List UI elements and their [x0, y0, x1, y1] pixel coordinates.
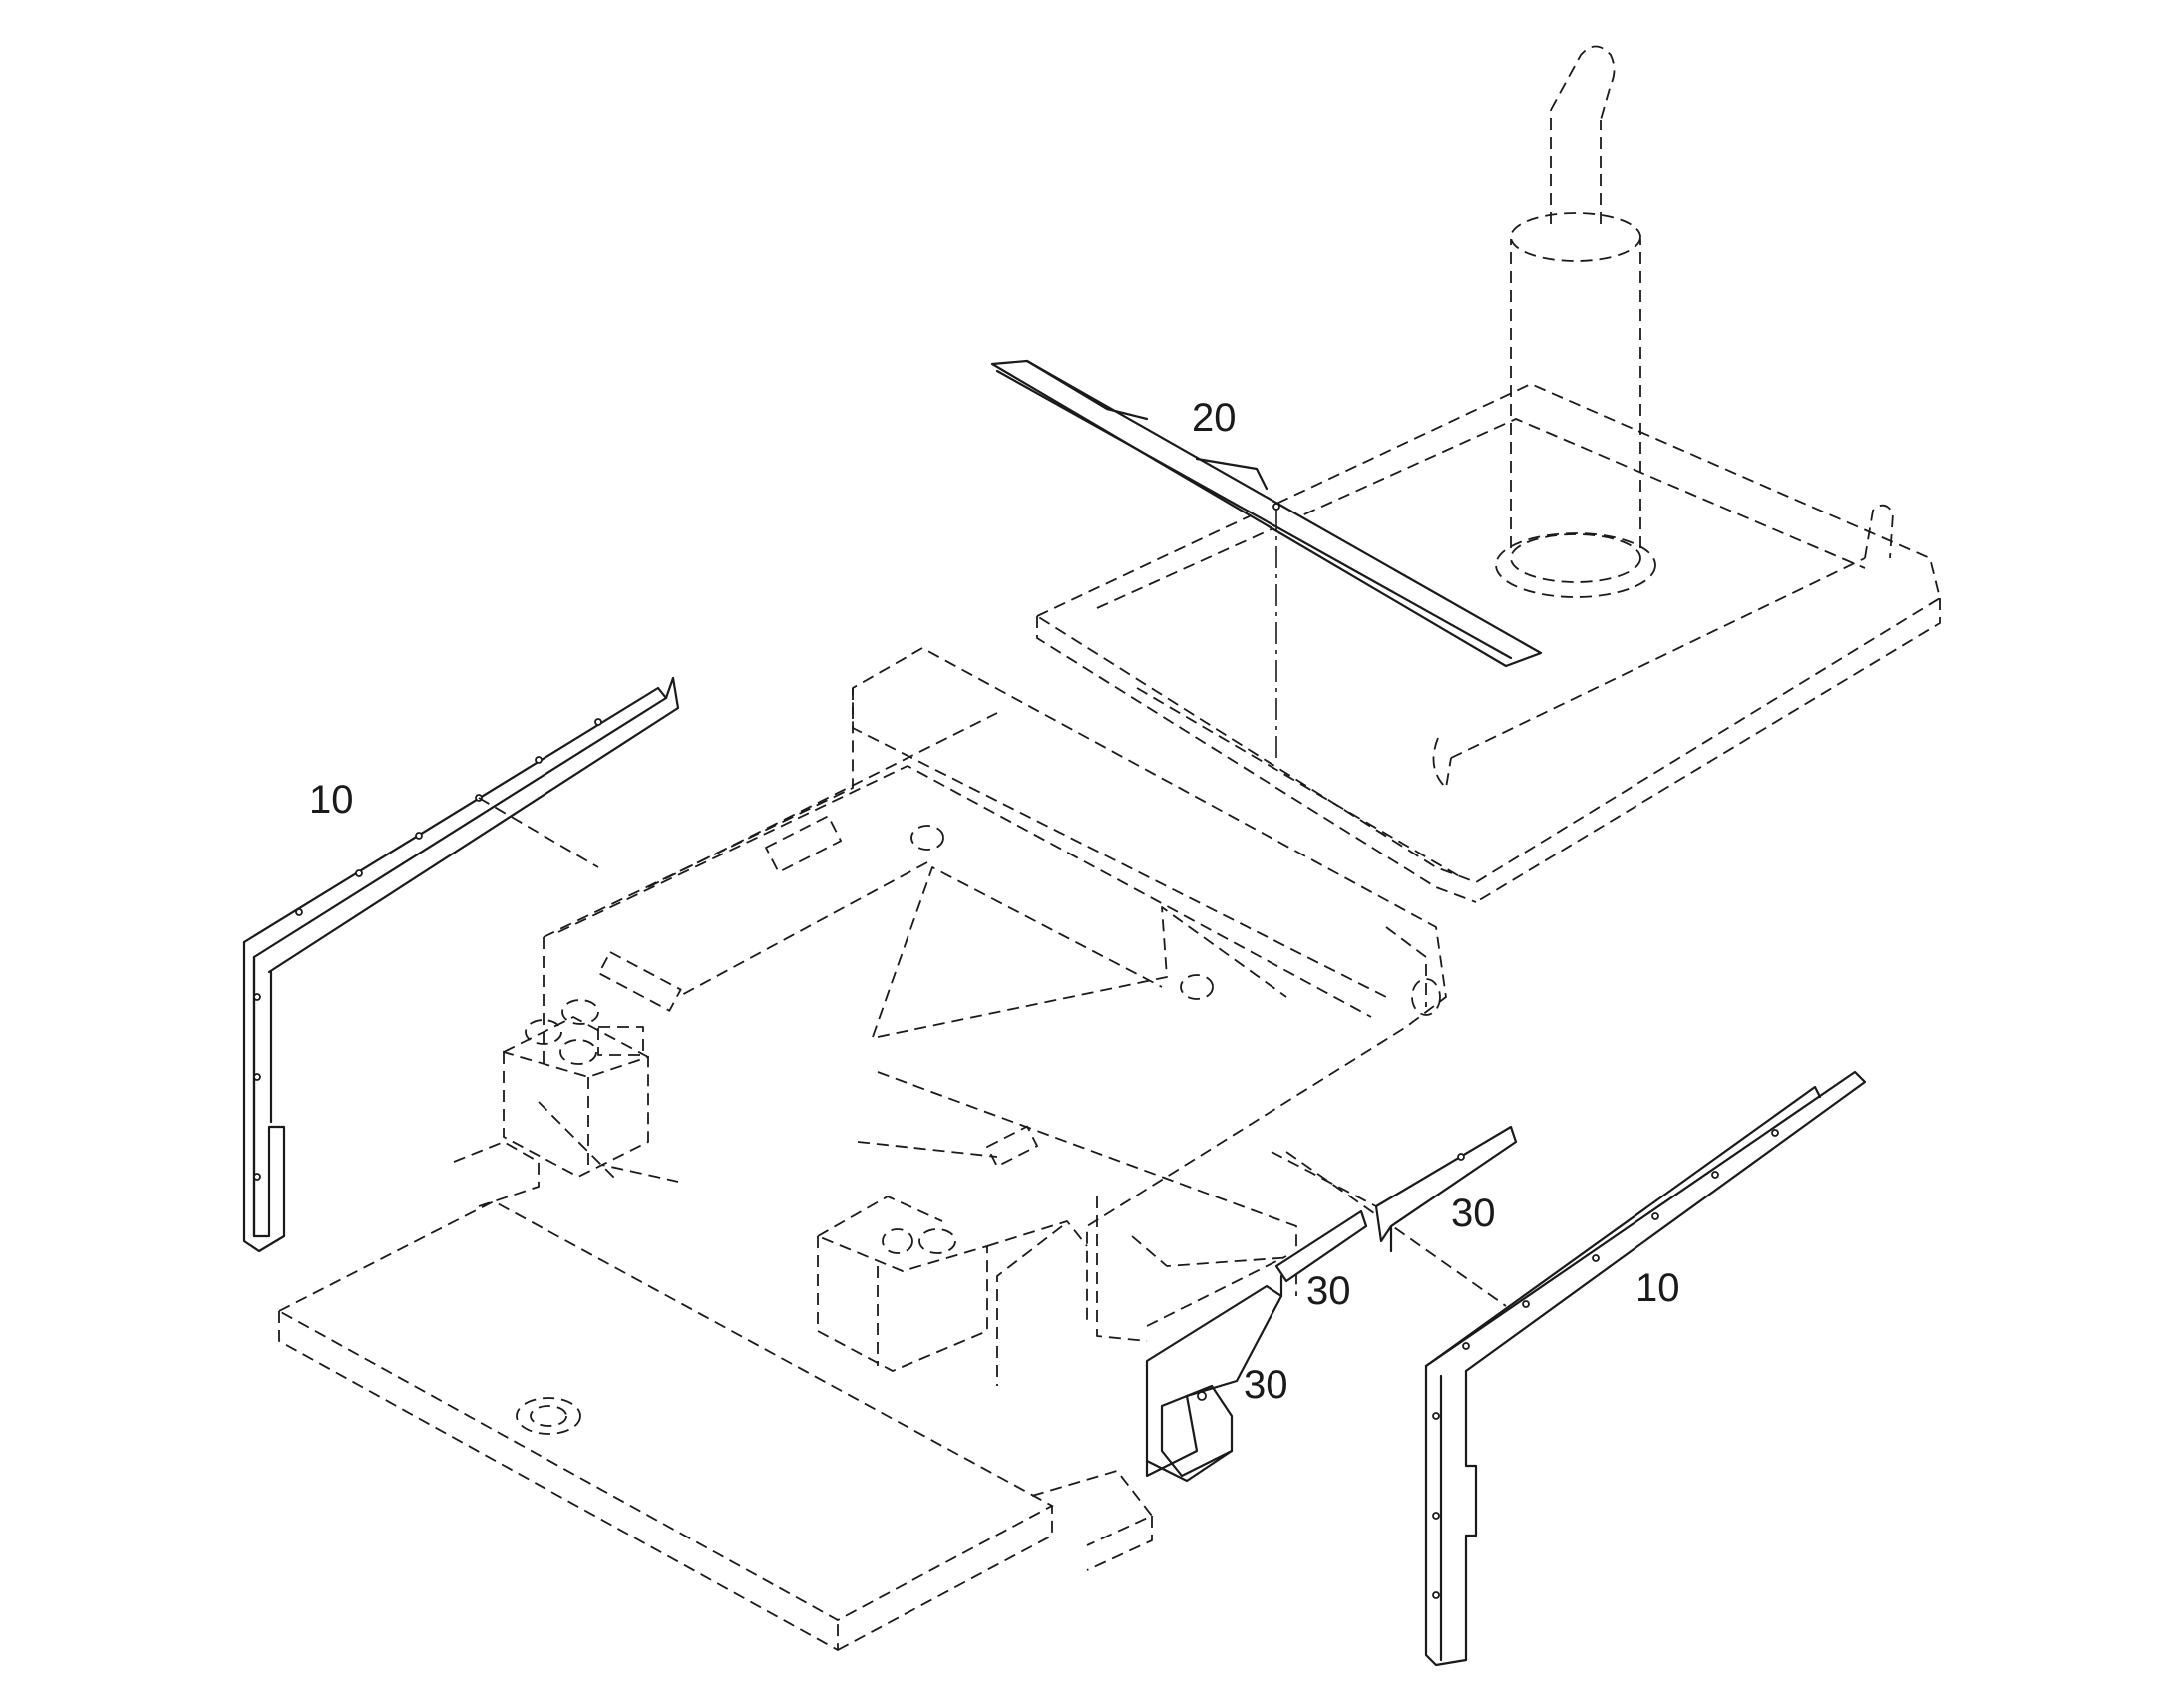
right-console: [817, 1196, 1088, 1372]
callout-30-upper: 30: [1451, 1192, 1496, 1235]
leader-10-right: [1285, 1151, 1507, 1307]
exhaust-muffler: [1495, 45, 1656, 598]
callout-20: 20: [1192, 396, 1237, 440]
part-10-right-panel: [1424, 1070, 1867, 1667]
callout-30-lower: 30: [1244, 1363, 1288, 1407]
part-10-left-panel: [242, 676, 680, 1253]
part-30-lower-bracket: [1145, 1284, 1283, 1483]
floor-plate: [277, 1141, 1153, 1651]
part-30-middle-bracket: [1274, 1209, 1368, 1298]
left-console: [503, 999, 649, 1183]
callout-30-middle: 30: [1306, 1269, 1351, 1313]
callout-10-right: 10: [1635, 1266, 1680, 1310]
part-20-bracket: [990, 359, 1543, 668]
part-30-upper-bracket: [1374, 1125, 1518, 1253]
main-frame: [543, 647, 1447, 1386]
leader-30: [1146, 1151, 1377, 1327]
leader-10-left: [478, 797, 599, 868]
callout-10-left: 10: [309, 778, 354, 822]
